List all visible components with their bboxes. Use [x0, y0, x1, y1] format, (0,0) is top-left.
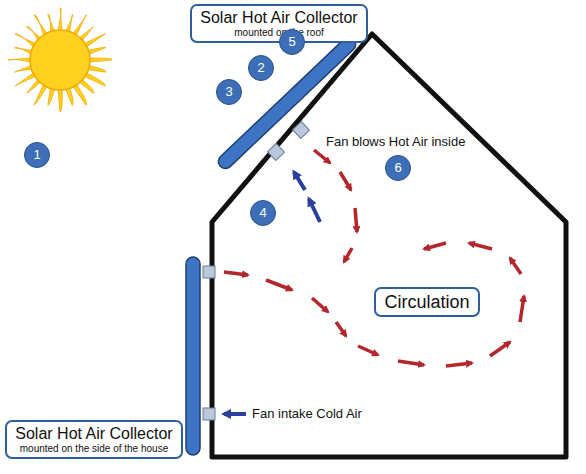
sun-ray	[15, 47, 33, 54]
hot-air-arrow	[398, 361, 424, 365]
roof-collector	[215, 35, 358, 172]
box-heading: Circulation	[384, 291, 469, 313]
sun-ray	[73, 84, 87, 105]
box-subtext: mounted on the side of the house	[15, 443, 172, 455]
label-box: Circulation	[374, 287, 479, 317]
annotation-label: Fan blows Hot Air inside	[326, 134, 465, 149]
sun-ray	[73, 15, 87, 36]
cold-air-arrow	[224, 172, 320, 414]
callout-number: 5	[279, 29, 305, 55]
hot-air-arrow	[510, 258, 521, 274]
sun-disc	[30, 30, 90, 90]
hot-air-arrow	[314, 150, 330, 163]
hot-air-arrow	[358, 346, 378, 355]
hot-air-arrow	[446, 363, 472, 366]
sun-ray	[8, 58, 31, 62]
sun-ray	[15, 73, 36, 86]
hot-air-arrow	[336, 322, 346, 336]
fan-vent	[203, 122, 309, 420]
hot-air-arrow	[520, 296, 524, 322]
hot-air-arrow	[344, 248, 352, 262]
sun	[8, 8, 112, 112]
box-heading: Solar Hot Air Collector	[200, 8, 357, 27]
sun-ray	[66, 87, 74, 105]
hot-air-arrow	[224, 272, 248, 275]
side-collector	[186, 257, 200, 455]
sun-ray	[58, 8, 62, 31]
callout-text: 6	[386, 156, 410, 180]
sun-ray	[48, 14, 55, 32]
callout-number: 3	[216, 79, 242, 105]
sun-ray	[89, 58, 112, 62]
annotation-label: Fan intake Cold Air	[252, 406, 362, 421]
house-outline	[212, 34, 566, 457]
sun-ray	[34, 84, 47, 105]
callout-text: 5	[280, 30, 304, 54]
hot-air-arrow	[224, 150, 524, 366]
sun-ray	[48, 87, 55, 105]
sun-ray	[87, 66, 105, 73]
hot-air-arrow	[266, 280, 292, 290]
label-box: Solar Hot Air Collectormounted on the si…	[5, 420, 182, 459]
sun-ray	[15, 66, 33, 73]
sun-ray	[84, 34, 105, 48]
callout-text: 1	[25, 143, 49, 167]
sun-ray	[87, 47, 105, 54]
hot-air-arrow	[490, 342, 510, 356]
hot-air-arrow	[424, 243, 446, 249]
hot-air-arrow	[312, 298, 328, 312]
box-heading: Solar Hot Air Collector	[15, 424, 172, 443]
sun-ray	[58, 89, 62, 112]
callout-number: 4	[250, 200, 276, 226]
hot-air-arrow	[340, 172, 351, 190]
callout-number: 6	[385, 155, 411, 181]
sun-ray	[66, 14, 73, 32]
callout-text: 4	[251, 201, 275, 225]
hot-air-arrow	[355, 208, 357, 232]
callout-number: 2	[248, 55, 274, 81]
callout-text: 2	[249, 56, 273, 80]
callout-number: 1	[24, 142, 50, 168]
callout-text: 3	[217, 80, 241, 104]
hot-air-arrow	[469, 243, 492, 249]
sun-ray	[15, 34, 36, 48]
sun-ray	[34, 15, 47, 36]
